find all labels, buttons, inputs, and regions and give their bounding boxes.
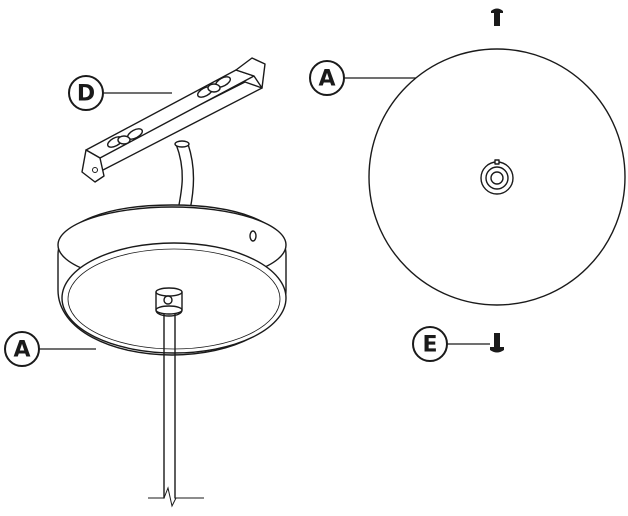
screw-e-icon: [490, 333, 504, 353]
callout-a-top-view: A: [309, 60, 416, 96]
callout-a-side-label: A: [13, 338, 30, 363]
callout-e: E: [412, 326, 490, 362]
mounting-bracket: [81, 57, 266, 183]
callout-e-label: E: [422, 333, 437, 358]
canopy-side-view: [57, 204, 287, 356]
callout-d: D: [68, 75, 172, 111]
screw-icon: [491, 8, 503, 26]
callout-a-top-label: A: [318, 67, 335, 92]
canopy-top-view: [368, 48, 626, 306]
callout-d-label: D: [77, 82, 95, 107]
cable-break-symbol: [148, 486, 204, 508]
power-cable-lower: [148, 313, 204, 508]
power-cable-upper: [174, 140, 195, 211]
callout-a-side-view: A: [4, 331, 96, 367]
